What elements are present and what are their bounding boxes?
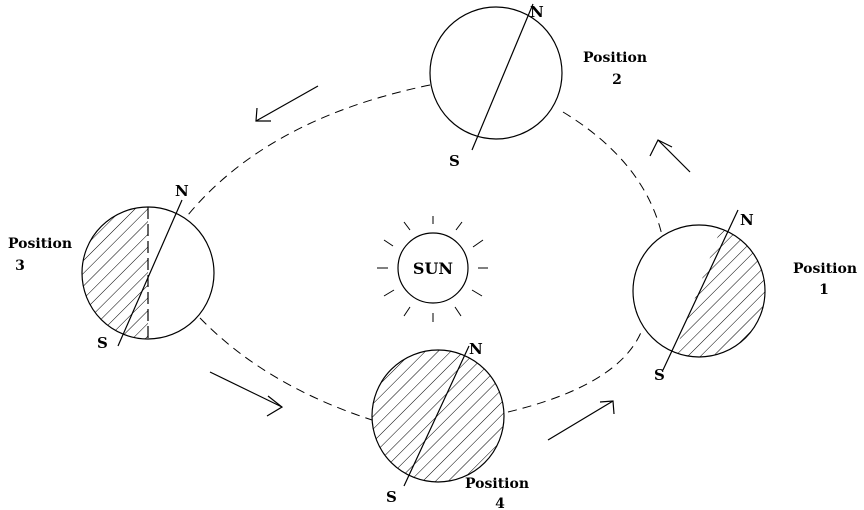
north-pole-label: N [175, 182, 189, 200]
sun-rays [377, 216, 488, 322]
earth-position-1: N S Position 1 [632, 209, 857, 384]
earth-axis [117, 199, 183, 347]
position-number: 2 [612, 72, 622, 88]
earth-position-2: N S Position 2 [429, 3, 647, 170]
earth-position-3: N S Position 3 [8, 182, 215, 352]
orbit-direction-arrows [209, 85, 691, 441]
orbit-path [179, 84, 665, 421]
arrow-top-left-icon [255, 85, 319, 122]
position-number: 4 [495, 496, 505, 510]
arrow-upper-right-icon [649, 139, 691, 173]
earth-position-4: N S Position 4 [371, 340, 529, 510]
south-pole-label: S [449, 152, 460, 170]
south-pole-label: S [97, 334, 108, 352]
arrow-lower-right-icon [547, 400, 615, 441]
position-label: Position [8, 236, 72, 252]
earth-axis [471, 3, 534, 151]
north-pole-label: N [740, 211, 754, 229]
earth-axis [403, 345, 470, 487]
position-label: Position [465, 476, 529, 492]
south-pole-label: S [654, 366, 665, 384]
position-label: Position [583, 50, 647, 66]
position-number: 3 [15, 258, 25, 274]
north-pole-label: N [530, 3, 544, 21]
arrow-lower-left-icon [209, 371, 284, 417]
south-pole-label: S [386, 488, 397, 506]
sun-label: SUN [413, 259, 453, 278]
earth-axis [662, 209, 739, 371]
position-label: Position [793, 261, 857, 277]
position-number: 1 [819, 282, 829, 298]
north-pole-label: N [469, 340, 483, 358]
sun: SUN [377, 216, 488, 322]
